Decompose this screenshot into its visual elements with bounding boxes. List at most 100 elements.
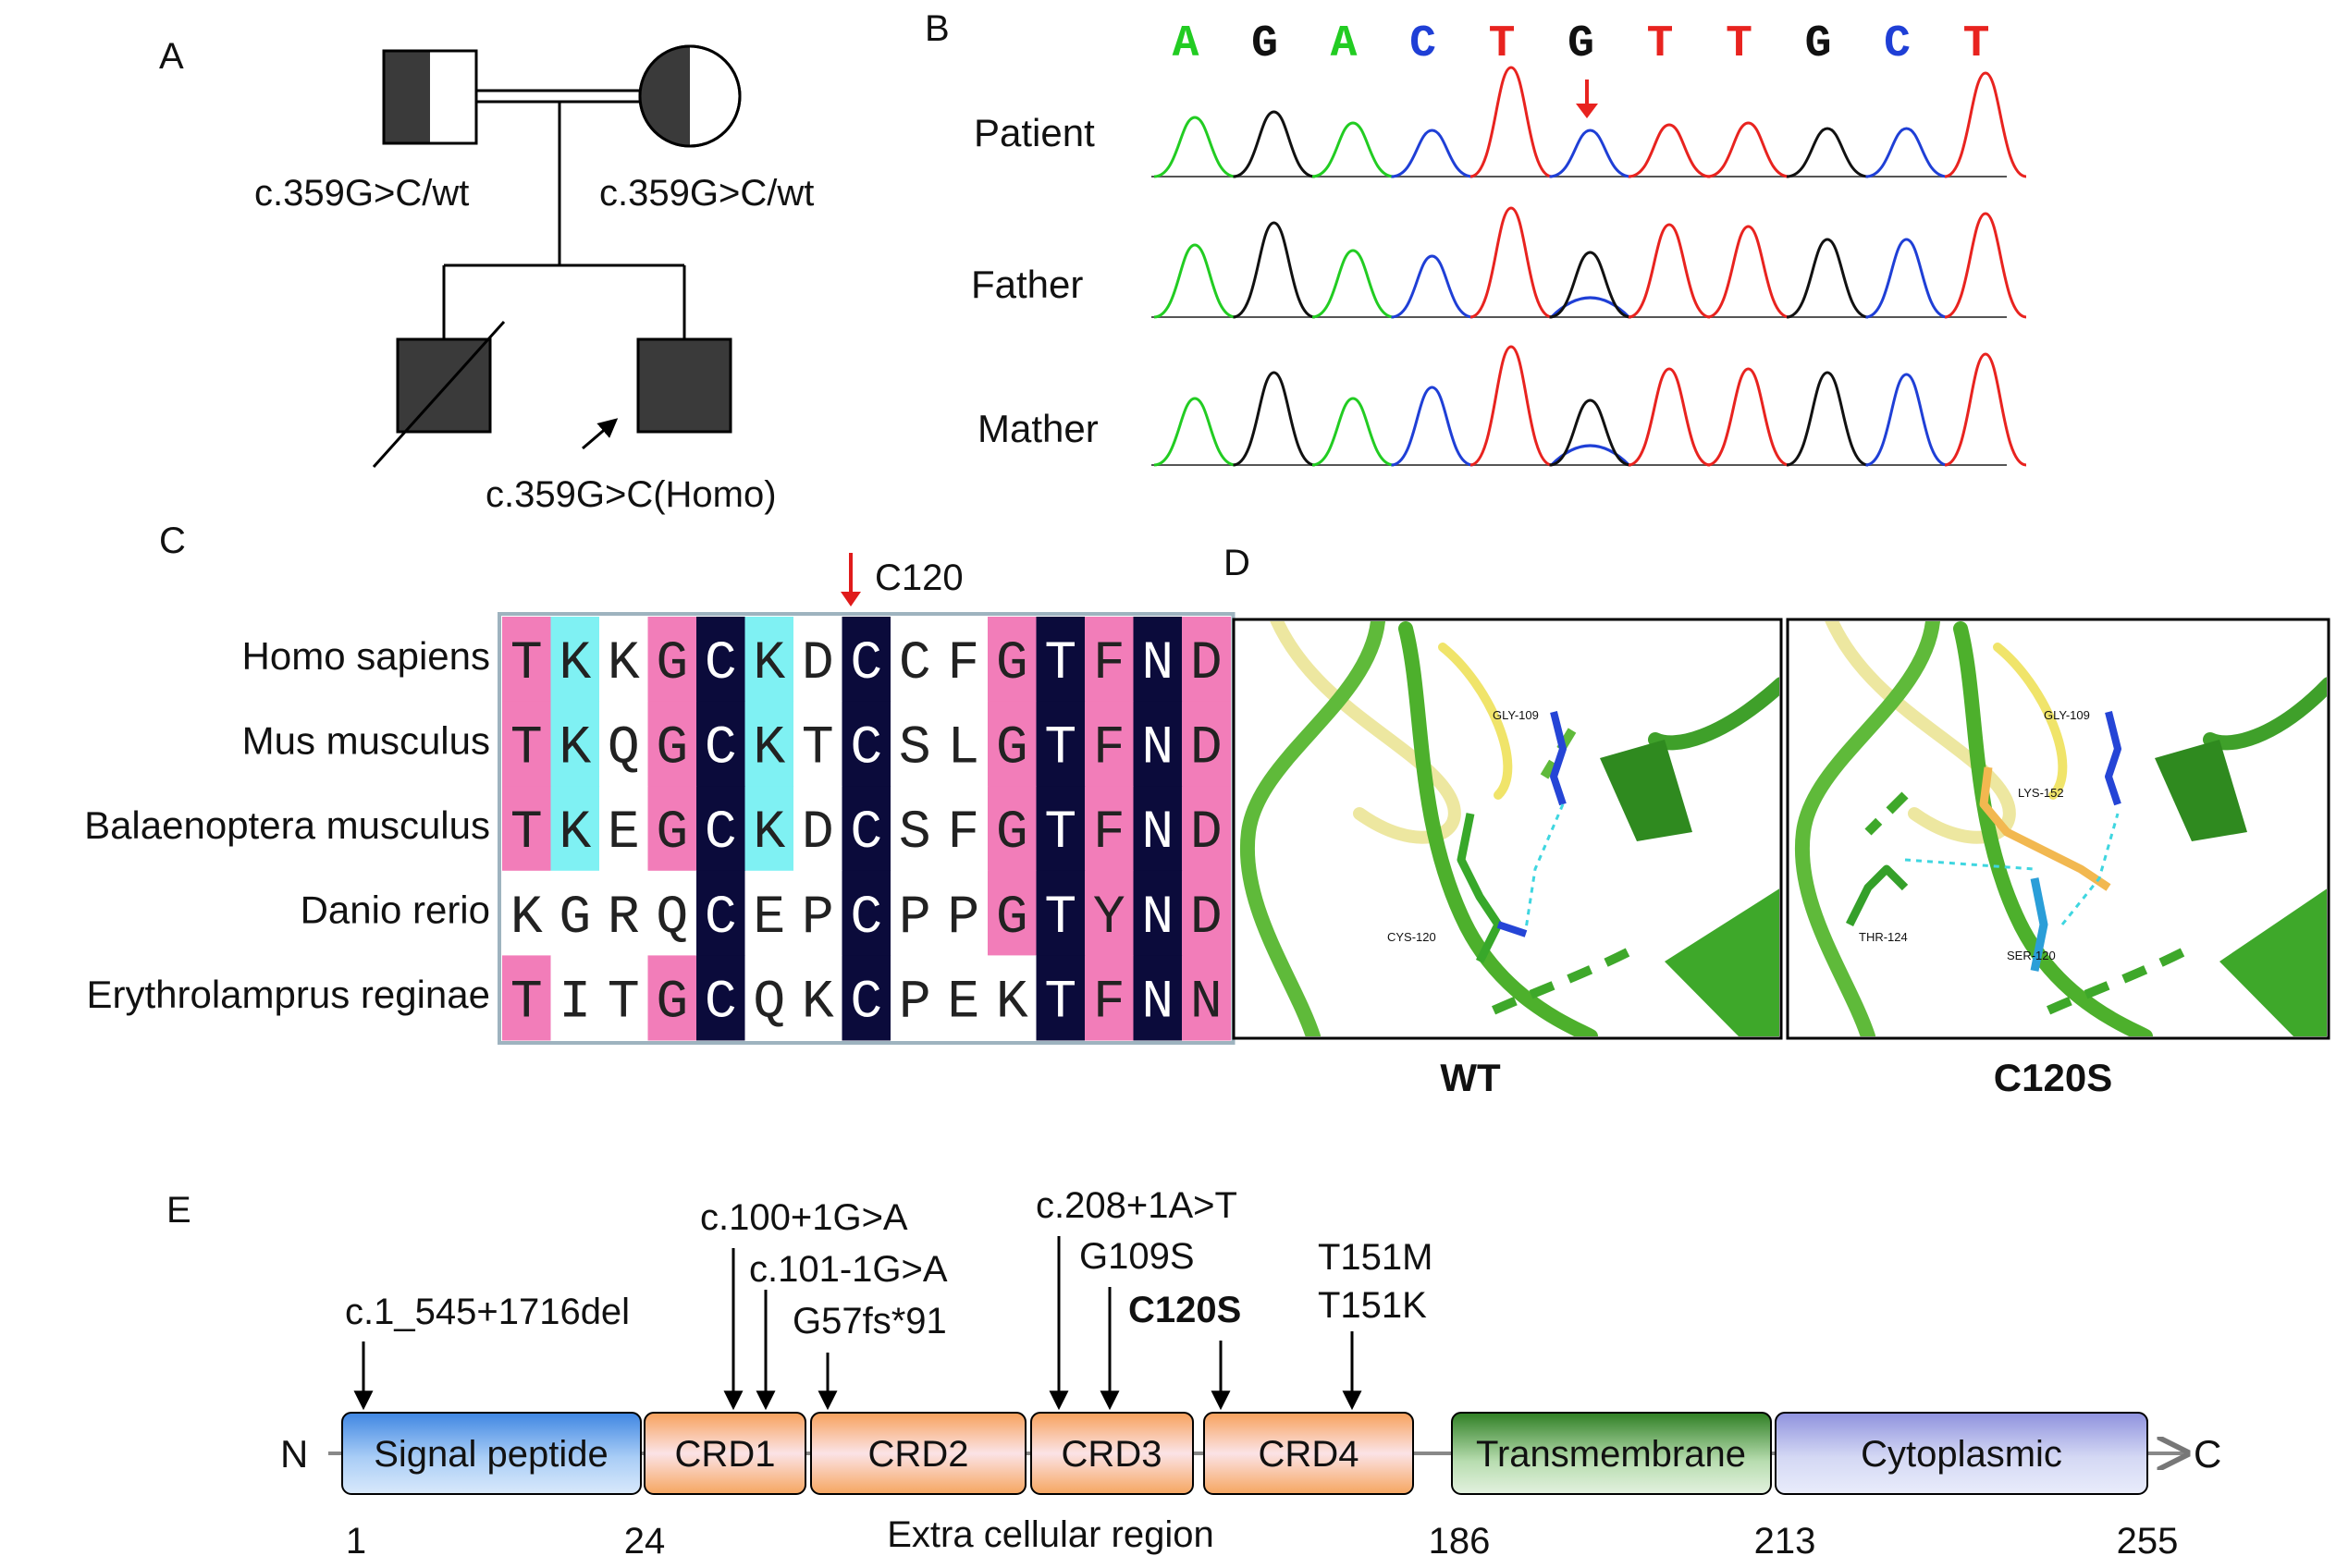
father-symbol (382, 49, 478, 145)
species-label-3: Danio rerio (301, 888, 490, 932)
trace-mather (1151, 345, 2027, 467)
residue-2-11: T (1044, 803, 1076, 864)
domain-cytoplasmic: Cytoplasmic (1775, 1412, 2148, 1495)
wt-residue-gly109: GLY-109 (1493, 708, 1539, 722)
residue-3-10: G (996, 888, 1028, 949)
residue-3-9: P (947, 888, 979, 949)
peak-7 (1707, 225, 1789, 319)
peak-3 (1391, 129, 1473, 178)
panel-label-c: C (159, 521, 186, 561)
panel-e: E N C Signal peptide CRD1 CRD2 CRD3 CRD4… (166, 1185, 2221, 1562)
panel-label-a: A (159, 36, 184, 77)
residue-2-8: S (899, 803, 931, 864)
c120-arrow (841, 553, 861, 606)
residue-4-13: N (1141, 973, 1174, 1033)
peak-1 (1233, 221, 1315, 319)
residue-2-1: K (559, 803, 591, 864)
peak-6 (1628, 223, 1711, 319)
position-255: 255 (2117, 1521, 2179, 1562)
domain-signal-peptide: Signal peptide (341, 1412, 642, 1495)
residue-1-11: T (1044, 719, 1076, 779)
peak-5 (1549, 251, 1631, 319)
residue-3-5: E (753, 888, 785, 949)
residue-2-6: D (802, 803, 834, 864)
chromatogram-traces (1151, 66, 2027, 467)
trace-father (1151, 206, 2027, 319)
peak-3 (1391, 386, 1473, 467)
residue-0-14: D (1190, 634, 1223, 694)
residue-3-11: T (1044, 888, 1076, 949)
panel-a: A c.359G>C/wt c.359G>C/wt c.359G>C(Homo) (159, 36, 814, 515)
residue-3-1: G (559, 888, 591, 949)
residue-4-4: C (705, 973, 737, 1033)
domain-crd1: CRD1 (644, 1412, 806, 1495)
wt-label: WT (1440, 1056, 1501, 1099)
residue-4-6: K (802, 973, 834, 1033)
peak-8 (1786, 127, 1869, 178)
base-call-0: A (1173, 19, 1199, 69)
residue-0-2: K (608, 634, 640, 694)
residue-3-4: C (705, 888, 737, 949)
peak-0 (1153, 116, 1236, 178)
residue-1-9: L (947, 719, 979, 779)
residue-2-0: T (510, 803, 543, 864)
residue-3-3: Q (656, 888, 688, 949)
residue-4-12: F (1093, 973, 1125, 1033)
peak-0 (1153, 397, 1236, 467)
c-terminus-label: C (2194, 1432, 2221, 1476)
base-call-1: G (1251, 19, 1278, 69)
peak-2 (1311, 249, 1395, 319)
base-call-3: C (1409, 19, 1436, 69)
residue-0-7: C (850, 634, 882, 694)
variant-label-t151k: T151K (1318, 1285, 1427, 1326)
residue-1-7: C (850, 719, 882, 779)
variant-label-c101: c.101-1G>A (749, 1249, 948, 1290)
position-1: 1 (346, 1521, 366, 1562)
peak-9 (1865, 373, 1948, 467)
c120-marker-label: C120 (875, 557, 964, 598)
wt-residue-cys120: CYS-120 (1387, 930, 1436, 944)
residue-1-5: K (753, 719, 785, 779)
domain-label-signal-peptide: Signal peptide (374, 1434, 609, 1475)
residue-2-5: K (753, 803, 785, 864)
residue-0-6: D (802, 634, 834, 694)
residue-4-11: T (1044, 973, 1076, 1033)
species-label-2: Balaenoptera musculus (84, 803, 490, 847)
residue-1-2: Q (608, 719, 640, 779)
variant-label-c100: c.100+1G>A (700, 1197, 908, 1238)
peak-3 (1391, 254, 1473, 319)
peak-10 (1944, 352, 2027, 467)
residue-1-1: K (559, 719, 591, 779)
peak-7 (1707, 121, 1789, 178)
residue-3-6: P (802, 888, 834, 949)
base-call-8: G (1805, 19, 1832, 69)
residue-2-10: G (996, 803, 1028, 864)
n-terminus-label: N (280, 1432, 308, 1476)
peak-4 (1469, 345, 1553, 467)
mother-genotype: c.359G>C/wt (599, 173, 814, 214)
father-genotype: c.359G>C/wt (254, 173, 469, 214)
mut-residue-gly109: GLY-109 (2044, 708, 2090, 722)
base-call-9: C (1884, 19, 1911, 69)
domain-label-crd1: CRD1 (675, 1434, 776, 1475)
residue-3-8: P (899, 888, 931, 949)
residue-1-13: N (1141, 719, 1174, 779)
track-label-mother: Mather (977, 407, 1099, 450)
peak-4 (1469, 66, 1553, 178)
peak-6 (1628, 367, 1711, 467)
residue-3-13: N (1141, 888, 1174, 949)
peak-9 (1865, 238, 1948, 319)
peak-6 (1628, 123, 1711, 178)
residue-0-9: F (947, 634, 979, 694)
structure-c120s: GLY-109 LYS-152 THR-124 SER-120 (1786, 618, 2330, 1040)
trace-patient (1151, 66, 2027, 178)
base-call-10: T (1963, 19, 1990, 69)
residue-2-9: F (947, 803, 979, 864)
peak-4 (1469, 206, 1553, 319)
mutation-arrow (1576, 80, 1598, 118)
